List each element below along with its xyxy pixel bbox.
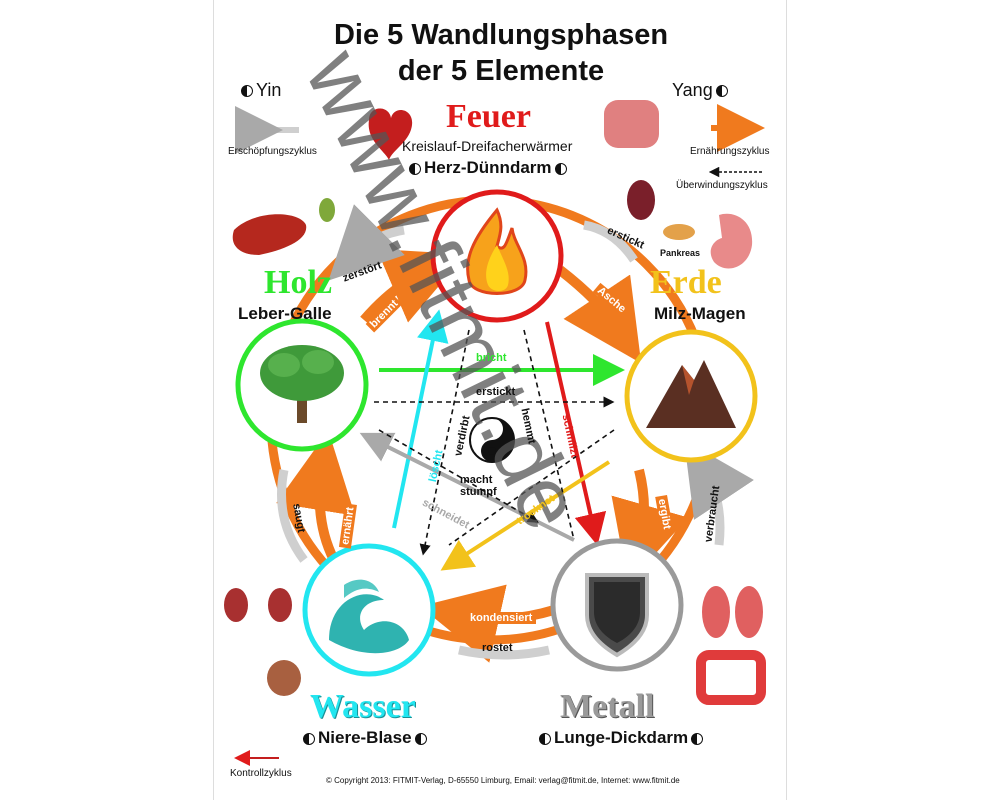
yin-yang-icon (554, 162, 567, 175)
label-erstickt-inner: erstickt (476, 386, 516, 398)
fire-name: Feuer (446, 98, 531, 135)
kidneys-icon (224, 588, 292, 622)
dashed-wood-metal (378, 429, 539, 523)
water-name: Wasser (310, 688, 416, 725)
heart-icon (368, 108, 413, 160)
wood-name: Holz (264, 264, 332, 301)
metal-name: Metall (560, 688, 655, 725)
earth-organs: Milz-Magen (654, 304, 746, 323)
legend-overcoming: Überwindungszyklus (676, 180, 768, 191)
arrow-exhaust-water-metal (458, 645, 550, 660)
arrow-exhaust-metal-earth (684, 440, 754, 546)
stomach-icon (710, 213, 753, 269)
dashed-water-earth (448, 429, 615, 546)
pancreas-icon (663, 224, 695, 240)
arrow-metal-wood (359, 432, 575, 542)
yin-yang-icon (303, 732, 315, 745)
shield-icon (585, 573, 649, 658)
title-line-1: Die 5 Wandlungsphasen (333, 19, 669, 51)
arrow-fire-metal (545, 321, 607, 546)
large-intestine-icon (696, 650, 766, 705)
fire-organs: Herz-Dünndarm (406, 158, 570, 178)
yin-yang-icon (241, 85, 253, 98)
flame-icon (466, 207, 528, 295)
arrow-water-fire (392, 309, 449, 529)
yin-yang-icon (715, 85, 728, 98)
arrow-exhaust-fire-earth (583, 220, 638, 263)
liver-icon (232, 214, 307, 255)
label-bricht: bricht (476, 352, 507, 364)
gallbladder-icon (319, 198, 335, 222)
poster: www.fitmit.de Die 5 Wandlungsphasen der … (213, 0, 787, 800)
arrow-water-wood (276, 430, 356, 563)
fire-subtitle: Kreislauf-Dreifacherwärmer (402, 138, 573, 154)
water-wave-icon (329, 579, 409, 654)
metal-organs: Lunge-Dickdarm (536, 728, 706, 748)
yang-label: Yang (672, 80, 731, 101)
yin-label: Yin (238, 80, 281, 101)
wood-organs: Leber-Galle (238, 304, 332, 323)
copyright: © Copyright 2013: FITMIT-Verlag, D-65550… (326, 776, 680, 785)
yin-yang-icon (414, 732, 427, 745)
yin-yang-icon (409, 162, 421, 175)
title-line-2: der 5 Elemente (397, 55, 605, 87)
legend-exhaustion: Erschöpfungszyklus (228, 146, 317, 157)
legend-nourishment: Ernährungszyklus (690, 146, 770, 157)
label-kondensiert: kondensiert (466, 612, 537, 624)
yin-yang-icon (539, 732, 551, 745)
spleen-icon (627, 180, 655, 220)
yin-yang-icon (691, 732, 704, 745)
small-intestine-icon (604, 100, 659, 148)
arrow-fire-earth (556, 266, 642, 364)
arrow-earth-metal (611, 468, 689, 584)
bladder-icon (267, 660, 301, 696)
arrow-exhaust-fire-wood (328, 204, 405, 281)
mountain-icon (646, 360, 736, 428)
water-organs: Niere-Blase (300, 728, 430, 748)
cycle-diagram: www.fitmit.de (224, 34, 766, 766)
tree-icon (260, 345, 344, 423)
legend-control: Kontrollzyklus (230, 768, 292, 779)
arrow-earth-water (440, 460, 611, 571)
dashed-fire-water (419, 329, 470, 556)
arrow-wood-fire (360, 249, 466, 324)
label-macht-stumpf: macht stumpf (460, 474, 497, 498)
label-rostet: rostet (482, 642, 513, 654)
pancreas-label: Pankreas (660, 248, 701, 258)
water-circle (302, 543, 436, 677)
center-yin-yang-icon (469, 417, 515, 463)
arrow-exhaust-water-wood (277, 469, 308, 563)
earth-name: Erde (650, 264, 722, 301)
lungs-icon (702, 586, 763, 638)
